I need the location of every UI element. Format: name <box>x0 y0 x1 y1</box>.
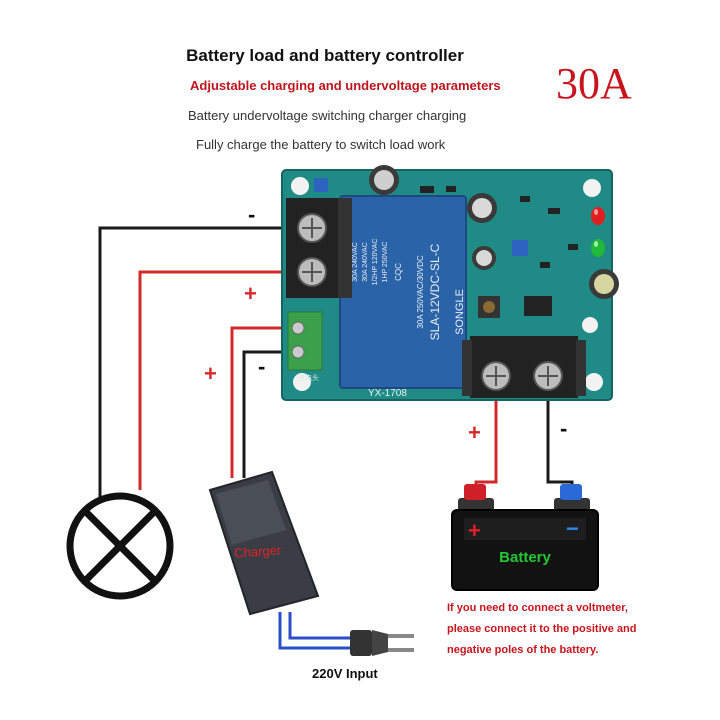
capacitor <box>369 165 399 195</box>
potentiometer <box>314 178 328 192</box>
relay-part: SLA-12VDC-SL-C <box>428 243 442 340</box>
ic-chip <box>524 296 552 316</box>
capacitor <box>467 193 497 223</box>
lamp-load-icon <box>66 492 174 600</box>
load-terminal-block <box>286 198 352 298</box>
capacitor <box>589 269 619 299</box>
battery-label: Battery <box>499 549 551 566</box>
relay-rating-1: 30A 250VAC/30VDC <box>416 255 425 328</box>
mounting-hole <box>585 373 603 391</box>
battery-icon: + − Battery <box>451 484 599 591</box>
load-minus-wire <box>98 226 290 505</box>
battery-minus-sign: - <box>560 416 567 441</box>
battery-plus-wire <box>474 400 498 496</box>
voltmeter-note-line-2: please connect it to the positive and <box>447 623 637 635</box>
relay: SONGLE SLA-12VDC-SL-C 30A 250VAC/30VDC C… <box>339 195 467 389</box>
relay-rating-5: 1HP 250VAC <box>382 242 389 283</box>
battery-minus-symbol: − <box>566 516 579 541</box>
current-rating-badge: 30A <box>556 59 632 108</box>
mains-wire-2 <box>288 612 352 640</box>
charger-label: Charger <box>234 542 283 560</box>
load-plus-wire <box>138 270 290 490</box>
cqc-mark: CQC <box>394 263 403 281</box>
mains-input-label: 220V Input <box>312 666 378 681</box>
load-plus-sign: + <box>244 281 257 306</box>
charge-port-label: 充电头 <box>298 373 319 382</box>
relay-brand: SONGLE <box>454 289 466 335</box>
mounting-hole <box>582 317 598 333</box>
board-model: YX-1708 <box>368 388 407 399</box>
mains-plug-icon <box>350 630 414 656</box>
mounting-hole <box>293 373 311 391</box>
red-led <box>591 207 605 225</box>
voltmeter-note: If you need to connect a voltmeter, plea… <box>447 598 677 661</box>
diagram-title: Battery load and battery controller <box>186 46 464 65</box>
load-minus-sign: - <box>248 202 255 227</box>
green-led <box>591 239 605 257</box>
voltmeter-note-line-3: negative poles of the battery. <box>447 644 599 656</box>
charger-plus-wire <box>230 326 296 478</box>
potentiometer <box>512 240 528 256</box>
charger-minus-wire <box>242 350 296 478</box>
battery-plus-symbol: + <box>468 518 481 543</box>
capacitor <box>472 246 496 270</box>
battery-plus-sign: + <box>468 420 481 445</box>
battery-terminal-block <box>462 336 586 398</box>
relay-rating-4: 30A 240VAC <box>362 242 369 282</box>
description-line-2: Fully charge the battery to switch load … <box>196 137 446 152</box>
battery-minus-wire <box>546 400 574 496</box>
controller-board: SONGLE SLA-12VDC-SL-C 30A 250VAC/30VDC C… <box>281 165 619 401</box>
relay-rating-3: 1/2HP 120VAC <box>372 239 379 286</box>
charger-icon: Charger <box>208 470 320 616</box>
mains-wire-1 <box>278 612 352 650</box>
charger-plus-sign: + <box>204 361 217 386</box>
charger-minus-sign: - <box>258 354 265 379</box>
mounting-hole <box>583 179 601 197</box>
description-line-1: Battery undervoltage switching charger c… <box>188 108 467 123</box>
charger-terminal-block <box>287 311 323 371</box>
voltmeter-note-line-1: If you need to connect a voltmeter, <box>447 602 628 614</box>
diagram-subtitle: Adjustable charging and undervoltage par… <box>190 78 501 93</box>
relay-rating-2: 30A 240VAC <box>352 242 359 282</box>
mounting-hole <box>291 177 309 195</box>
